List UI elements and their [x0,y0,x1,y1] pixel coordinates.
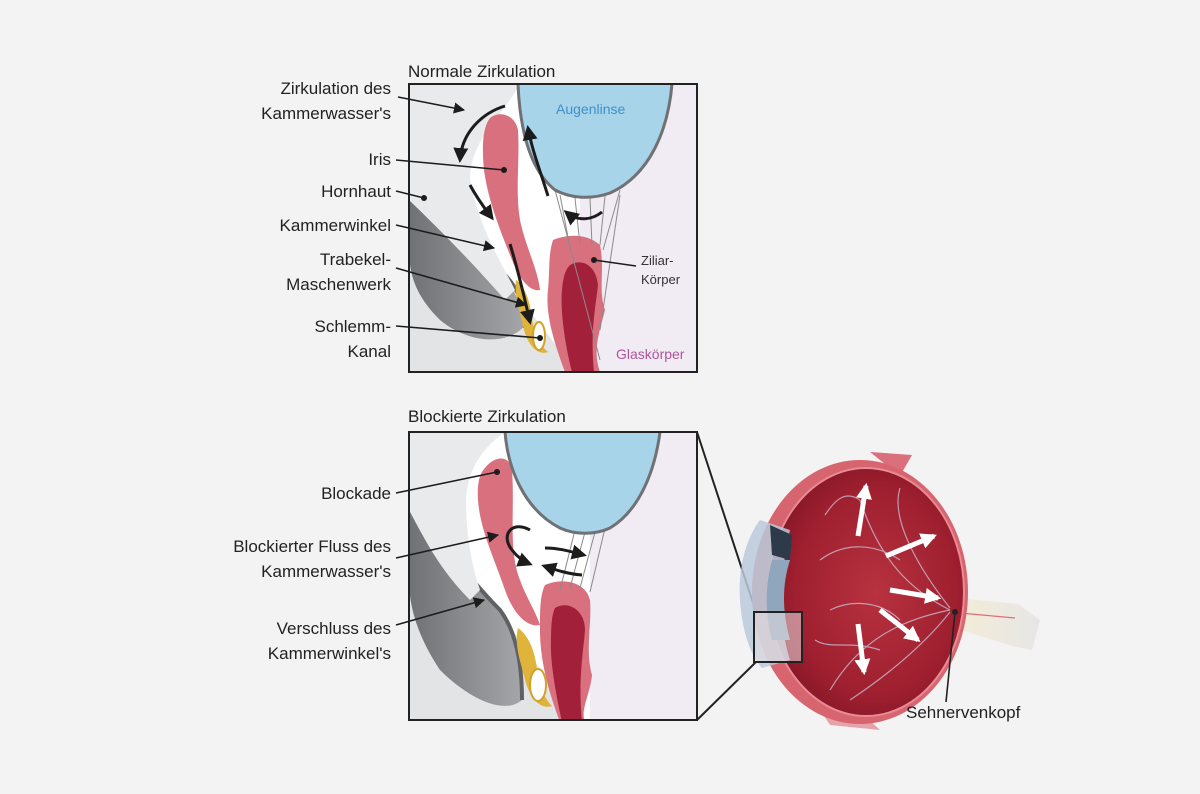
label-circulation: Zirkulation des Kammerwasser's [261,79,391,123]
leader-lines [395,96,637,626]
label-lens: Augenlinse [556,101,626,117]
label-optic-nerve-head: Sehnervenkopf [906,703,1021,722]
eyeball-illustration [739,452,1040,730]
label-angle-closure: Verschluss des Kammerwinkel's [267,619,391,663]
label-schlemm-canal: Schlemm- Kanal [314,317,391,361]
label-blocked-flow: Blockierter Fluss des Kammerwasser's [233,537,391,581]
label-blockade: Blockade [321,484,391,503]
label-trabecular-meshwork: Trabekel- Maschenwerk [286,250,391,294]
label-vitreous: Glaskörper [616,346,685,362]
normal-circulation-panel [408,83,698,373]
normal-circulation-title: Normale Zirkulation [408,62,556,81]
label-iris: Iris [368,150,391,169]
label-chamber-angle: Kammerwinkel [279,216,391,235]
blocked-circulation-title: Blockierte Zirkulation [408,407,566,426]
label-ciliary-body: Ziliar- Körper [641,253,681,287]
label-cornea: Hornhaut [321,182,391,201]
blocked-circulation-panel [408,431,698,721]
zoom-line-bottom [696,661,757,721]
